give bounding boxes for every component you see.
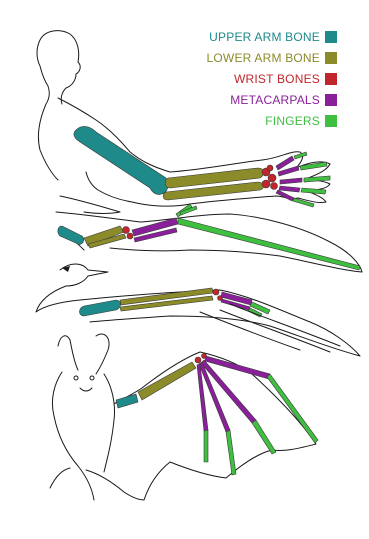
human-wrist-bones bbox=[262, 165, 278, 190]
pterosaur-figure bbox=[56, 196, 362, 272]
legend-swatch-lower-arm bbox=[325, 52, 337, 64]
legend-label-wrist: WRIST BONES bbox=[234, 72, 320, 86]
bird-figure bbox=[36, 264, 360, 356]
human-upper-arm-bone bbox=[74, 126, 168, 194]
bird-eye bbox=[62, 266, 70, 272]
legend-swatch-wrist bbox=[325, 73, 337, 85]
bat-upper-arm-bone bbox=[116, 394, 138, 408]
bat-figure bbox=[50, 334, 318, 500]
bird-upper-arm-bone bbox=[80, 300, 121, 316]
legend-swatch-metacarpals bbox=[325, 94, 337, 106]
legend-item-fingers: FINGERS bbox=[207, 114, 337, 128]
legend-swatch-fingers bbox=[325, 115, 337, 127]
legend-label-fingers: FINGERS bbox=[265, 114, 320, 128]
bird-metacarpals bbox=[221, 292, 252, 310]
bat-metacarpals bbox=[197, 356, 270, 432]
bird-feathers bbox=[200, 304, 340, 352]
pterosaur-upper-arm-bone bbox=[58, 226, 84, 244]
legend-item-lower-arm: LOWER ARM BONE bbox=[207, 51, 337, 65]
bat-forearm-bone bbox=[138, 362, 196, 400]
legend-item-metacarpals: METACARPALS bbox=[207, 93, 337, 107]
pterosaur-fingers bbox=[176, 204, 360, 270]
legend-label-metacarpals: METACARPALS bbox=[230, 93, 320, 107]
legend-item-wrist: WRIST BONES bbox=[207, 72, 337, 86]
legend-swatch-upper-arm bbox=[325, 31, 337, 43]
bat-face bbox=[74, 376, 94, 391]
bat-outline bbox=[50, 334, 316, 500]
human-metacarpals bbox=[276, 156, 302, 201]
color-legend: UPPER ARM BONE LOWER ARM BONE WRIST BONE… bbox=[207, 30, 337, 128]
legend-label-upper-arm: UPPER ARM BONE bbox=[209, 30, 320, 44]
legend-label-lower-arm: LOWER ARM BONE bbox=[207, 51, 320, 65]
legend-item-upper-arm: UPPER ARM BONE bbox=[207, 30, 337, 44]
